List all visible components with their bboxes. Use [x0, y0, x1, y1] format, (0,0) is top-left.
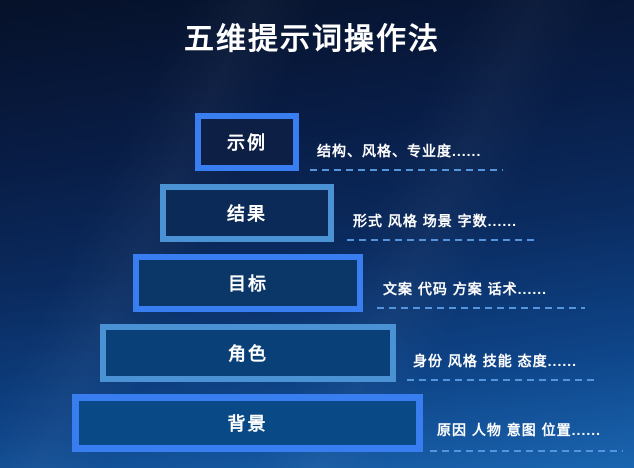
level-background-underline	[430, 450, 623, 452]
level-background-desc: 原因 人物 意图 位置......	[437, 422, 602, 438]
level-example-box: 示例	[195, 113, 299, 171]
level-role-box: 角色	[100, 324, 396, 382]
level-role-label: 角色	[228, 344, 268, 364]
level-role-desc: 身份 风格 技能 态度......	[413, 353, 578, 369]
level-result-label: 结果	[227, 204, 267, 224]
level-example-underline	[310, 169, 503, 171]
level-goal-label: 目标	[228, 274, 268, 294]
level-example-label: 示例	[227, 133, 267, 153]
level-role-underline	[407, 379, 597, 381]
level-result-box: 结果	[160, 184, 334, 242]
level-example-desc: 结构、风格、专业度......	[317, 143, 482, 159]
page-title: 五维提示词操作法	[184, 23, 440, 56]
level-background-box: 背景	[72, 394, 423, 452]
level-goal-box: 目标	[133, 254, 363, 312]
level-result-underline	[347, 239, 537, 241]
level-goal-underline	[377, 307, 585, 309]
level-goal-desc: 文案 代码 方案 话术......	[383, 281, 548, 297]
level-background-label: 背景	[227, 414, 268, 434]
level-result-desc: 形式 风格 场景 字数......	[353, 213, 518, 229]
